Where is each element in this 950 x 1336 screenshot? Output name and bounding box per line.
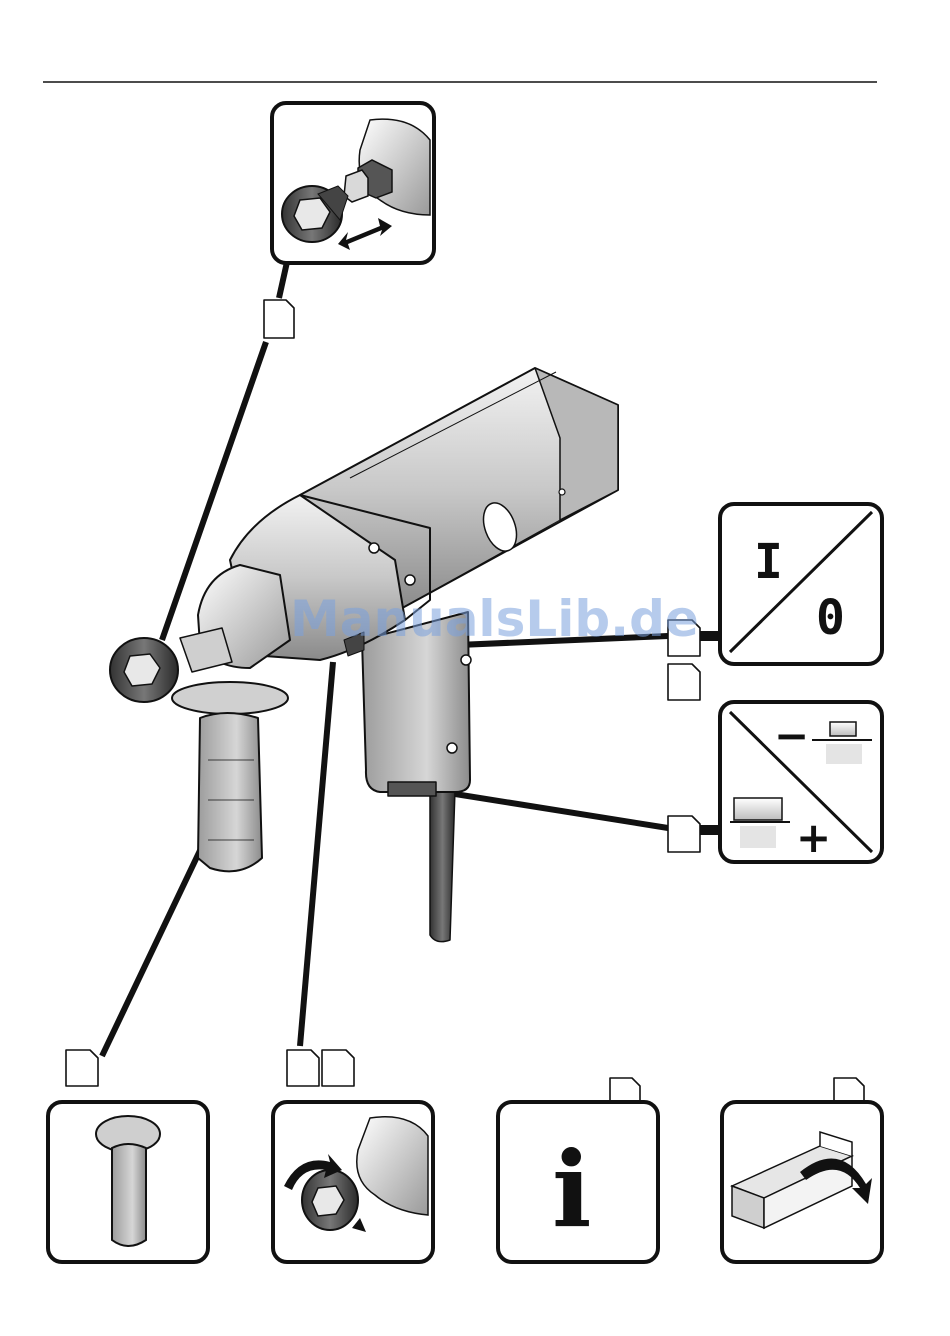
torque-minus-label: − xyxy=(774,711,809,760)
switch-on-label: I xyxy=(754,534,783,590)
torque-adjust-icon: − + xyxy=(720,702,882,862)
torque-plus-label: + xyxy=(796,813,831,862)
switch-off-label: 0 xyxy=(816,590,845,646)
on-off-switch-icon: I 0 xyxy=(720,504,882,664)
info-symbol: i xyxy=(552,1128,592,1251)
reverse-rotation-icon xyxy=(273,1102,433,1262)
side-handle-icon xyxy=(48,1102,208,1262)
information-icon: i xyxy=(498,1102,658,1262)
watermark-text: ManualsLib.de xyxy=(290,590,699,648)
impact-wrench-drawing xyxy=(110,368,618,942)
socket-change-icon xyxy=(272,103,434,263)
packaging-box-icon xyxy=(722,1102,882,1262)
